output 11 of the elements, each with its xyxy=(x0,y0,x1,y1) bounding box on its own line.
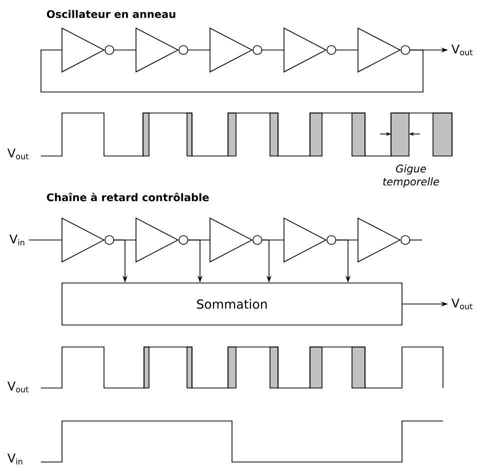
signal-label: V$_{out}$ xyxy=(8,382,29,392)
signal-label: V$_{out}$ xyxy=(452,44,473,56)
section-title: Oscillateur en anneau xyxy=(46,10,176,18)
signal-label: V$_{out}$ xyxy=(8,148,29,160)
signal-label: V$_{in}$ xyxy=(10,234,24,246)
section-title: Chaîne à retard contrôlable xyxy=(46,192,209,202)
signal-label: V$_{in}$ xyxy=(8,454,22,464)
annotation-text: Gigue temporelle xyxy=(383,164,440,188)
summation-box: Sommation xyxy=(62,282,402,326)
signal-label: V$_{out}$ xyxy=(452,298,473,310)
feedback-wire xyxy=(40,50,424,92)
